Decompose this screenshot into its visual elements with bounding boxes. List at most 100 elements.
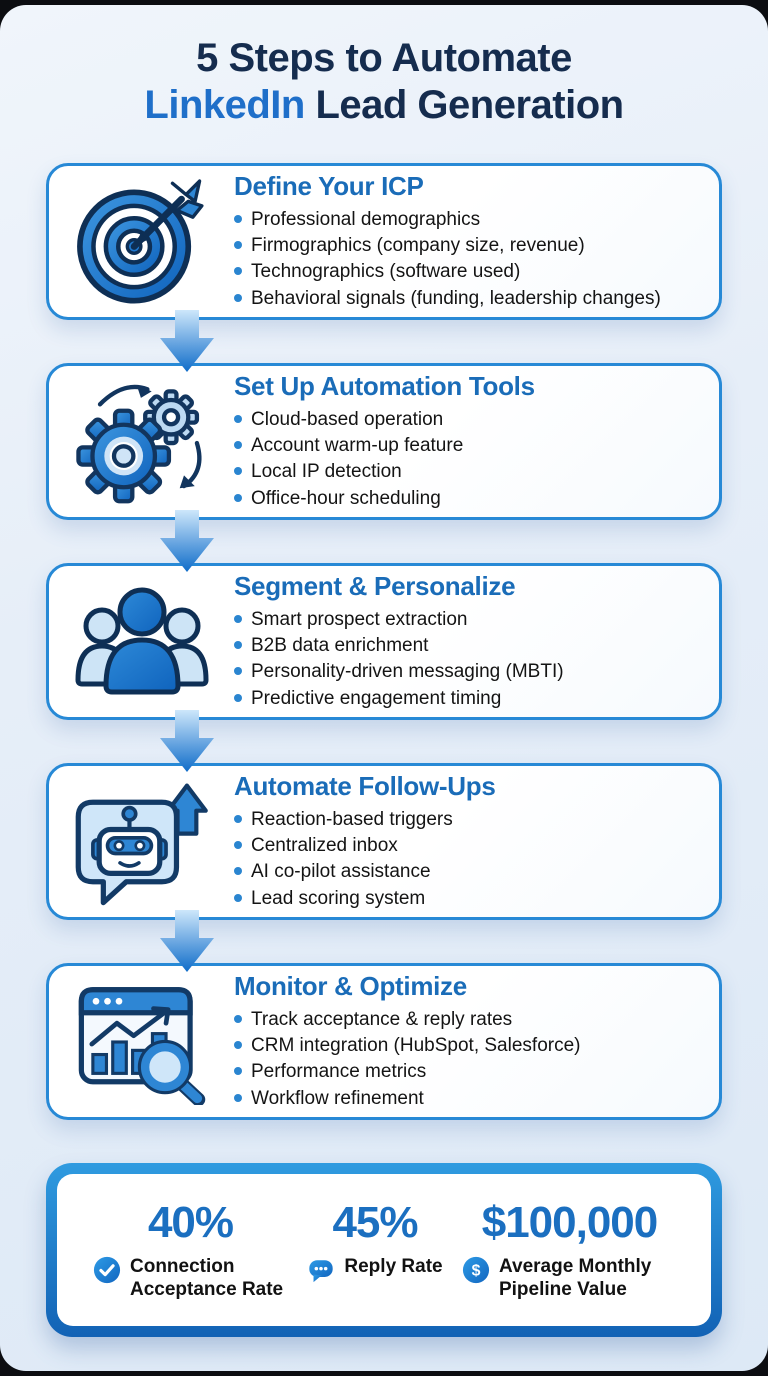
bullet-item: Personality-driven messaging (MBTI): [234, 660, 705, 684]
bullet-dot-icon: [234, 667, 242, 676]
bullet-item: B2B data enrichment: [234, 634, 705, 658]
bullet-text: Account warm-up feature: [251, 435, 464, 457]
bullet-dot-icon: [234, 1014, 242, 1023]
step-content: Segment & Personalize Smart prospect ext…: [234, 571, 719, 713]
bullet-text: Firmographics (company size, revenue): [251, 235, 585, 257]
bullet-item: Firmographics (company size, revenue): [234, 234, 705, 258]
bullet-dot-icon: [234, 693, 242, 702]
down-arrow-icon: [160, 910, 214, 973]
step-title: Automate Follow-Ups: [234, 770, 496, 801]
stats-row: 40% Connection Acceptance Rate 45%: [57, 1174, 711, 1327]
title-highlight: LinkedIn: [144, 83, 305, 128]
bullet-item: Centralized inbox: [234, 834, 705, 858]
bullet-list: Cloud-based operation Account warm-up fe…: [234, 408, 705, 511]
bullet-item: Smart prospect extraction: [234, 608, 705, 632]
step-content: Define Your ICP Professional demographic…: [234, 171, 719, 313]
bullet-item: Track acceptance & reply rates: [234, 1008, 705, 1032]
step-content: Automate Follow-Ups Reaction-based trigg…: [234, 771, 719, 913]
bullet-text: Lead scoring system: [251, 887, 426, 909]
title-line-2: LinkedIn Lead Generation: [0, 82, 768, 129]
stat-label: Reply Rate: [344, 1255, 443, 1277]
step-title: Define Your ICP: [234, 170, 424, 201]
check-circle-icon: [93, 1256, 121, 1283]
bullet-item: Office-hour scheduling: [234, 487, 705, 511]
bullet-item: Workflow refinement: [234, 1087, 705, 1111]
bullet-dot-icon: [234, 241, 242, 250]
bullet-item: Behavioral signals (funding, leadership …: [234, 287, 705, 311]
bullet-text: CRM integration (HubSpot, Salesforce): [251, 1035, 581, 1057]
step-card-define-icp: Define Your ICP Professional demographic…: [46, 163, 722, 321]
stat-label-row: Connection Acceptance Rate: [93, 1255, 288, 1303]
bullet-text: Reaction-based triggers: [251, 808, 453, 830]
bullet-text: Personality-driven messaging (MBTI): [251, 661, 564, 683]
dollar-circle-icon: $: [462, 1256, 490, 1283]
chat-bubble-icon: [309, 1259, 334, 1282]
down-arrow-icon: [160, 310, 214, 373]
bullet-item: AI co-pilot assistance: [234, 860, 705, 884]
title-rest: Lead Generation: [304, 83, 624, 128]
bullet-item: Technographics (software used): [234, 260, 705, 284]
bullet-dot-icon: [234, 1093, 242, 1102]
bullet-dot-icon: [234, 893, 242, 902]
step-content: Monitor & Optimize Track acceptance & re…: [234, 971, 719, 1113]
bullet-item: Predictive engagement timing: [234, 687, 705, 711]
stat-value: 45%: [332, 1198, 418, 1248]
step-title: Segment & Personalize: [234, 570, 516, 601]
bullet-dot-icon: [234, 493, 242, 502]
bullet-item: Reaction-based triggers: [234, 808, 705, 832]
bullet-text: AI co-pilot assistance: [251, 861, 431, 883]
svg-text:$: $: [472, 1262, 481, 1279]
bullet-dot-icon: [234, 641, 242, 650]
people-icon: [49, 582, 234, 702]
stat-value: $100,000: [481, 1198, 659, 1248]
target-icon: [49, 172, 234, 312]
stat-label: Average Monthly Pipeline Value: [498, 1255, 652, 1301]
results-stats-card: 40% Connection Acceptance Rate 45%: [46, 1163, 722, 1338]
bullet-dot-icon: [234, 1067, 242, 1076]
bullet-text: Local IP detection: [251, 461, 402, 483]
bullet-item: Performance metrics: [234, 1060, 705, 1084]
stat-reply-rate: 45% Reply Rate: [307, 1198, 443, 1326]
bullet-dot-icon: [234, 293, 242, 302]
bullet-item: Lead scoring system: [234, 887, 705, 911]
bullet-text: Performance metrics: [251, 1061, 427, 1083]
bullet-text: B2B data enrichment: [251, 635, 429, 657]
bullet-dot-icon: [234, 214, 242, 223]
bullet-text: Office-hour scheduling: [251, 487, 441, 509]
down-arrow-icon: [160, 510, 214, 573]
bullet-text: Smart prospect extraction: [251, 608, 468, 630]
bullet-text: Professional demographics: [251, 208, 481, 230]
robot-chat-icon: [49, 775, 234, 909]
step-title: Set Up Automation Tools: [234, 370, 535, 401]
bullet-list: Professional demographics Firmographics …: [234, 208, 705, 311]
bullet-text: Track acceptance & reply rates: [251, 1008, 513, 1030]
bullet-item: Professional demographics: [234, 208, 705, 232]
bullet-dot-icon: [234, 267, 242, 276]
step-card-monitor-optimize: Monitor & Optimize Track acceptance & re…: [46, 963, 722, 1121]
bullet-dot-icon: [234, 841, 242, 850]
bullet-list: Reaction-based triggers Centralized inbo…: [234, 808, 705, 911]
bullet-item: Cloud-based operation: [234, 408, 705, 432]
steps-list: Define Your ICP Professional demographic…: [46, 163, 722, 1121]
bullet-dot-icon: [234, 867, 242, 876]
step-card-automation-tools: Set Up Automation Tools Cloud-based oper…: [46, 363, 722, 521]
bullet-item: CRM integration (HubSpot, Salesforce): [234, 1034, 705, 1058]
bullet-dot-icon: [234, 467, 242, 476]
stat-label-row: $ Average Monthly Pipeline Value: [462, 1255, 677, 1303]
header: 5 Steps to Automate LinkedIn Lead Genera…: [0, 5, 768, 129]
bullet-text: Technographics (software used): [251, 261, 521, 283]
bullet-dot-icon: [234, 814, 242, 823]
step-content: Set Up Automation Tools Cloud-based oper…: [234, 371, 719, 513]
bullet-text: Behavioral signals (funding, leadership …: [251, 287, 661, 309]
analytics-icon: [49, 979, 234, 1105]
stat-value: 40%: [147, 1198, 234, 1248]
stat-pipeline-value: $100,000 $ Average Monthly Pipeline Valu…: [462, 1200, 677, 1326]
stat-label: Connection Acceptance Rate: [130, 1255, 284, 1301]
bullet-text: Cloud-based operation: [251, 408, 444, 430]
bullet-dot-icon: [234, 1041, 242, 1050]
bullet-dot-icon: [234, 414, 242, 423]
bullet-item: Account warm-up feature: [234, 434, 705, 458]
infographic-panel: 5 Steps to Automate LinkedIn Lead Genera…: [0, 5, 768, 1371]
gears-icon: [49, 372, 234, 512]
step-title: Monitor & Optimize: [234, 970, 467, 1001]
